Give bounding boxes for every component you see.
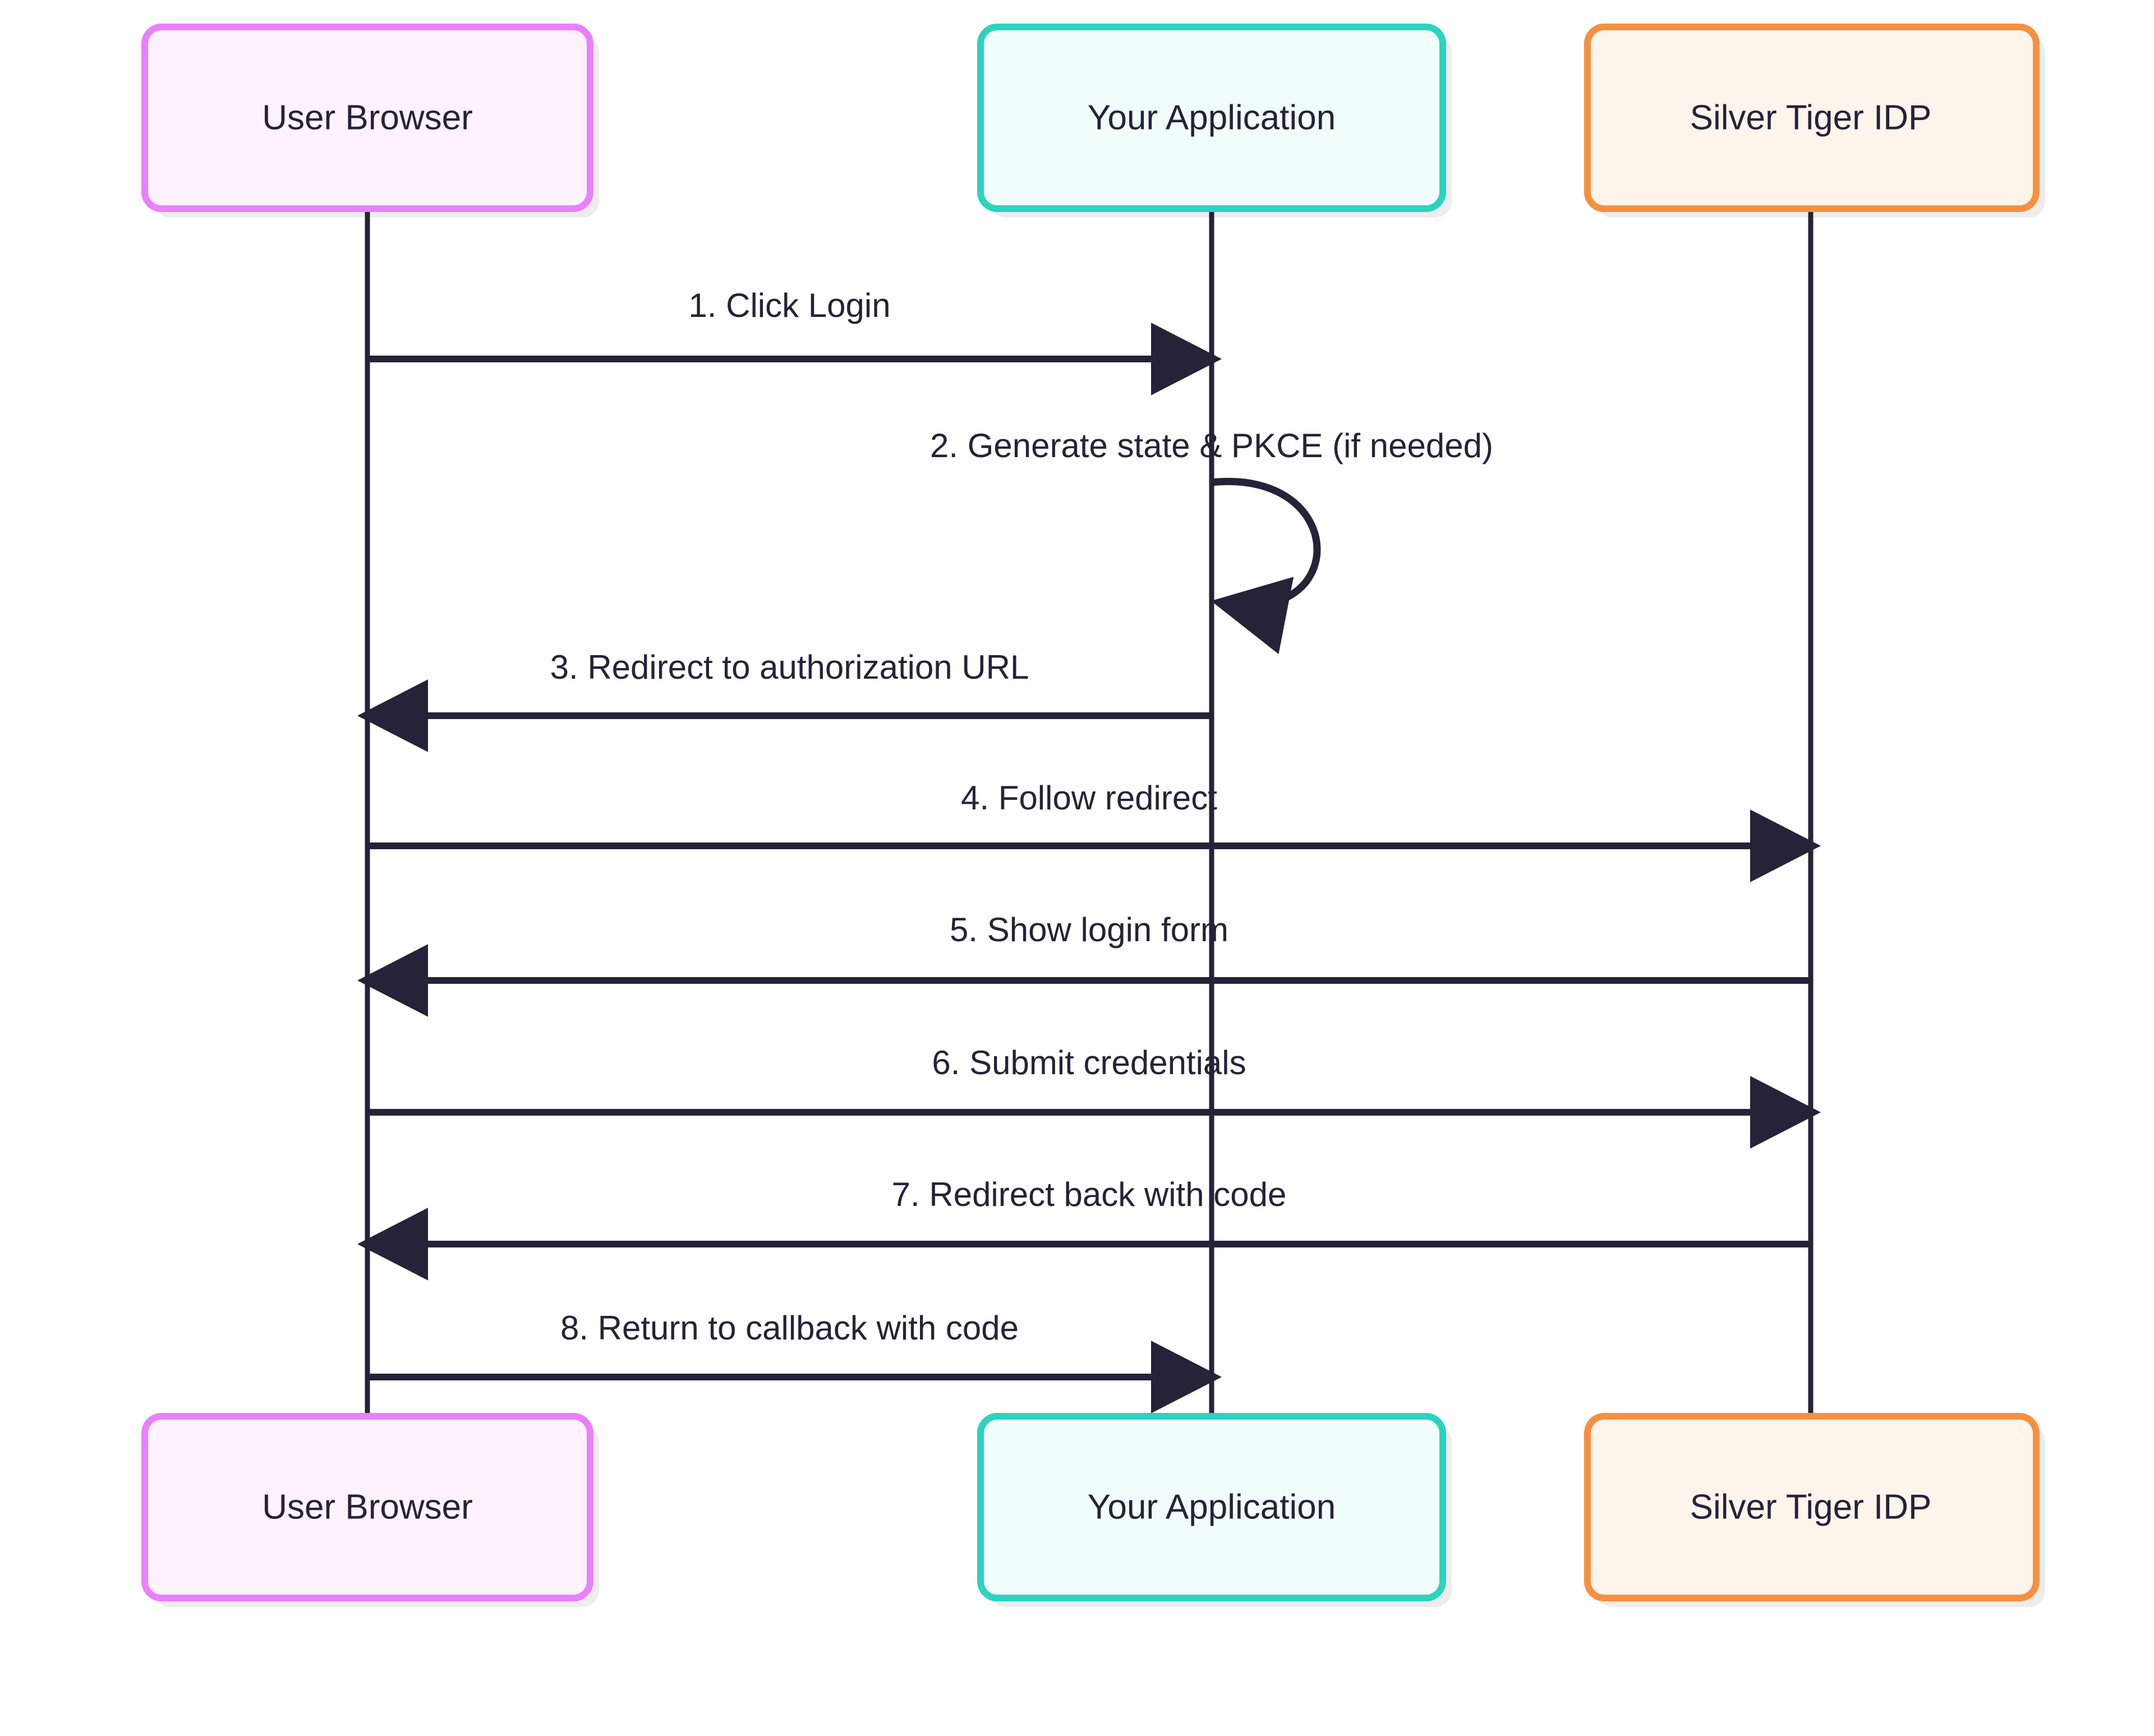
message-7: 7. Redirect back with code <box>357 1176 1811 1281</box>
participant-box-rect-idp <box>1584 1413 2040 1601</box>
participant-label-browser: User Browser <box>262 98 473 137</box>
participant-box-browser-top[interactable]: User Browser <box>141 24 593 212</box>
participant-box-idp-bottom[interactable]: Silver Tiger IDP <box>1584 1413 2040 1601</box>
message-4: 4. Follow redirect <box>367 779 1821 882</box>
box-shadows <box>154 36 2045 1607</box>
message-1: 1. Click Login <box>367 287 1222 395</box>
message-label-5: 5. Show login form <box>950 911 1228 948</box>
participant-label-application: Your Application <box>1088 1488 1336 1526</box>
message-label-2: 2. Generate state & PKCE (if needed) <box>930 427 1493 464</box>
participant-label-idp: Silver Tiger IDP <box>1690 1488 1932 1526</box>
message-arrow-self-2 <box>1211 477 1321 655</box>
message-6: 6. Submit credentials <box>367 1044 1821 1149</box>
message-3: 3. Redirect to authorization URL <box>357 648 1212 752</box>
participant-box-rect-application <box>977 1413 1446 1601</box>
participant-box-idp-top[interactable]: Silver Tiger IDP <box>1584 24 2040 212</box>
message-label-3: 3. Redirect to authorization URL <box>550 648 1029 686</box>
participant-label-browser: User Browser <box>262 1488 473 1526</box>
participant-box-application-bottom[interactable]: Your Application <box>977 1413 1446 1601</box>
message-5: 5. Show login form <box>357 911 1811 1017</box>
message-label-7: 7. Redirect back with code <box>892 1176 1287 1213</box>
message-2: 2. Generate state & PKCE (if needed) <box>930 427 1493 655</box>
participant-box-rect-browser <box>141 1413 593 1601</box>
message-label-6: 6. Submit credentials <box>932 1044 1246 1081</box>
message-label-1: 1. Click Login <box>688 287 890 324</box>
participant-box-rect-application <box>977 24 1446 212</box>
messages-group: 1. Click Login 2. Generate state & PKCE (… <box>357 287 1821 1413</box>
participant-box-rect-idp <box>1584 24 2040 212</box>
participant-label-application: Your Application <box>1088 98 1336 137</box>
participant-box-rect-browser <box>141 24 593 212</box>
message-label-8: 8. Return to callback with code <box>560 1309 1019 1347</box>
message-8: 8. Return to callback with code <box>367 1309 1222 1413</box>
participant-box-browser-bottom[interactable]: User Browser <box>141 1413 593 1601</box>
participant-label-idp: Silver Tiger IDP <box>1690 98 1932 137</box>
message-label-4: 4. Follow redirect <box>961 779 1217 817</box>
participant-box-application-top[interactable]: Your Application <box>977 24 1446 212</box>
